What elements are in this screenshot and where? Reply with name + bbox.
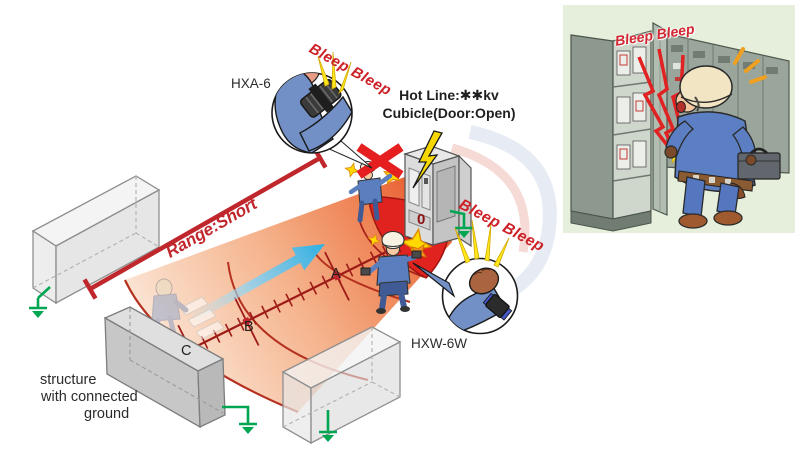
toolbox xyxy=(737,152,781,180)
hotline-line1: Hot Line:✱✱kv xyxy=(399,87,499,103)
grounded-box-left xyxy=(31,175,161,305)
structure-label-line1: structure xyxy=(40,372,97,388)
open-cabinet-left xyxy=(570,21,668,232)
distance-marker-zero: 0 xyxy=(417,211,426,228)
lightning-icon xyxy=(412,130,443,189)
alert-dashes-icon xyxy=(733,47,767,84)
armband-device xyxy=(300,78,342,118)
ground-icon xyxy=(222,405,259,436)
distance-marker-a: A xyxy=(331,266,341,282)
ground-icon xyxy=(317,410,339,444)
helmet xyxy=(679,65,733,109)
structure-label-line3: ground xyxy=(84,406,130,422)
wristband-device-label: HXW-6W xyxy=(411,336,467,351)
inset-worker xyxy=(664,65,781,229)
alarm-rays-top xyxy=(317,51,352,95)
ground-icon xyxy=(449,209,475,240)
armband-device-label: HXA-6 xyxy=(231,76,271,91)
worker-with-detector xyxy=(360,225,435,314)
wristband-detector-callout xyxy=(412,257,519,335)
distance-marker-b: B xyxy=(244,319,254,335)
hotline-caption: Hot Line:✱✱kv Cubicle(Door:Open) xyxy=(370,87,528,123)
grounded-box-bottom xyxy=(281,326,402,445)
cubicle-accident-inset xyxy=(563,5,795,233)
armband-detector-callout xyxy=(271,72,373,169)
hotline-line2: Cubicle(Door:Open) xyxy=(382,104,516,121)
wristband-device xyxy=(482,292,513,321)
direction-arrow-icon xyxy=(190,244,325,322)
prohibition-x-icon xyxy=(356,143,404,179)
hot-line-cubicle xyxy=(403,145,472,248)
structure-label-line2: with connected xyxy=(41,389,138,405)
grounded-structure xyxy=(103,306,226,429)
ground-icon xyxy=(27,286,51,320)
distance-marker-c: C xyxy=(181,343,192,359)
alarm-rays-right xyxy=(454,219,510,268)
